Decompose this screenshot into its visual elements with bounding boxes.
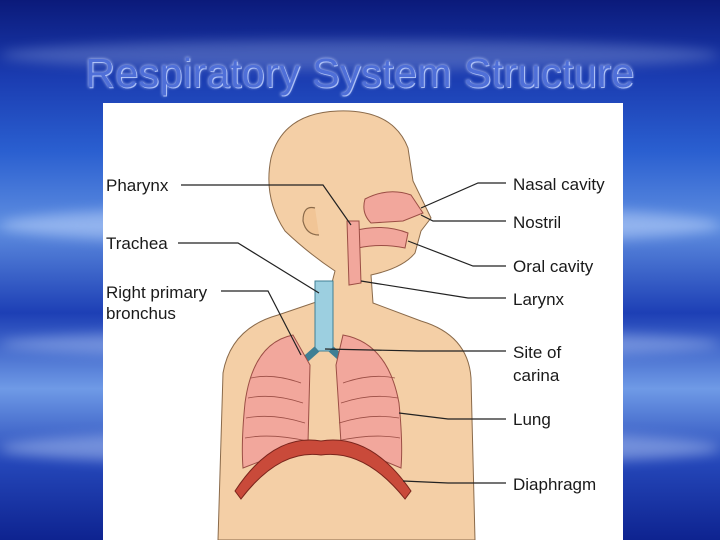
label-lung: Lung <box>513 410 551 429</box>
label-right-primary: Right primary <box>106 283 208 302</box>
pharynx-shape <box>346 220 362 286</box>
label-site-of: Site of <box>513 343 561 362</box>
diagram-panel: Pharynx Trachea Right primary bronchus N… <box>103 103 623 540</box>
label-nasal-cavity: Nasal cavity <box>513 175 605 194</box>
slide-title: Respiratory System Structure <box>85 50 635 96</box>
diaphragm-shape <box>234 439 412 500</box>
leader-lines <box>178 182 506 484</box>
oral-cavity-shape <box>352 227 409 249</box>
ear-shape <box>302 206 320 236</box>
label-oral-cavity: Oral cavity <box>513 257 594 276</box>
label-pharynx: Pharynx <box>106 176 169 195</box>
respiratory-diagram: Pharynx Trachea Right primary bronchus N… <box>106 110 605 540</box>
bg-streak <box>0 40 720 70</box>
label-trachea: Trachea <box>106 234 168 253</box>
label-bronchus: bronchus <box>106 304 176 323</box>
label-larynx: Larynx <box>513 290 565 309</box>
left-lung-shape <box>335 334 403 469</box>
label-diaphragm: Diaphragm <box>513 475 596 494</box>
label-nostril: Nostril <box>513 213 561 232</box>
rib-lines <box>244 375 401 442</box>
label-carina: carina <box>513 366 560 385</box>
trachea-shape <box>314 280 334 352</box>
nasal-cavity-shape <box>363 191 424 224</box>
right-lung-shape <box>241 334 311 469</box>
